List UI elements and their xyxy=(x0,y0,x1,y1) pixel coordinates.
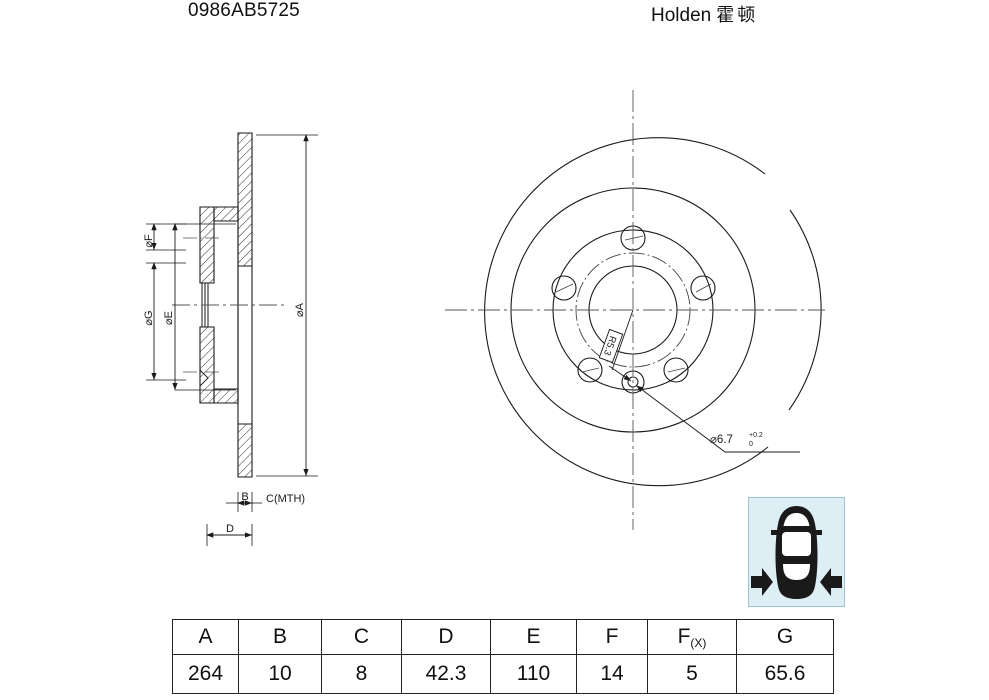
header-cell-b: B xyxy=(238,619,322,655)
car-mirror-right xyxy=(815,530,822,535)
leader-line-hole-diameter xyxy=(636,385,800,453)
header-cell-c: C xyxy=(321,619,402,655)
car-rear-window xyxy=(783,564,810,580)
header-cell-fx-subscript: (X) xyxy=(690,636,707,650)
value-cell-f: 14 xyxy=(576,654,648,694)
value-cell-g: 65.6 xyxy=(736,654,834,694)
dimension-label-dia-a: ⌀A xyxy=(294,302,306,317)
dimension-label-dia-g: ⌀G xyxy=(143,310,155,325)
bolt-hole xyxy=(663,357,689,383)
header-cell-f: F xyxy=(576,619,648,655)
car-top-view-icon xyxy=(751,506,842,599)
bolt-hole-group xyxy=(551,225,716,383)
bolt-hole xyxy=(551,275,577,301)
part-number: 0986AB5725 xyxy=(188,0,300,21)
brand-name-cjk: 霍顿 xyxy=(716,5,759,26)
header-cell-fx: F(X) xyxy=(647,619,737,655)
section-hat-wall-top xyxy=(199,206,215,284)
side-view-dimensions xyxy=(146,134,318,546)
dimension-label-d: D xyxy=(226,523,234,535)
dimension-label-c: C(MTH) xyxy=(266,493,305,505)
table-value-row: 264 10 8 42.3 110 14 5 65.6 xyxy=(172,654,834,694)
value-cell-b: 10 xyxy=(238,654,322,694)
section-hat-wall-bottom xyxy=(199,326,215,404)
brand-name-latin: Holden xyxy=(651,5,712,26)
axle-arrow-right-icon xyxy=(820,568,842,596)
dimension-label-dia-f: ⌀F xyxy=(143,234,155,248)
callout-hole-diameter: ⌀6.7 +0.2 0 xyxy=(710,432,763,448)
value-cell-c: 8 xyxy=(321,654,402,694)
section-friction-band xyxy=(237,265,253,425)
header-cell-g: G xyxy=(736,619,834,655)
value-cell-fx: 5 xyxy=(647,654,737,694)
side-section-view xyxy=(172,132,285,478)
bolt-hole xyxy=(690,275,716,301)
specification-table: A B C D E F F(X) G 264 10 8 42.3 110 14 … xyxy=(172,619,834,694)
axle-arrow-left-icon xyxy=(751,568,773,596)
car-roof xyxy=(782,532,811,556)
section-outer-ring-top xyxy=(237,132,253,267)
front-face-view xyxy=(445,90,825,530)
callout-hole-diameter-value: ⌀6.7 xyxy=(710,434,733,446)
car-mirror-left xyxy=(771,530,778,535)
header-cell-e: E xyxy=(490,619,577,655)
dimension-label-dia-e: ⌀E xyxy=(163,311,175,325)
value-cell-d: 42.3 xyxy=(401,654,491,694)
header-cell-fx-letter: F xyxy=(677,625,691,648)
table-header-row: A B C D E F F(X) G xyxy=(172,619,834,655)
header-cell-a: A xyxy=(172,619,239,655)
vehicle-position-icon xyxy=(748,497,845,607)
dimension-label-b: B xyxy=(241,491,248,503)
car-windshield xyxy=(783,513,810,526)
outer-disc-arc-left xyxy=(484,137,769,487)
header-cell-d: D xyxy=(401,619,491,655)
callout-tolerance-upper: +0.2 xyxy=(749,432,763,439)
section-outer-ring-bottom xyxy=(237,423,253,478)
bolt-hole xyxy=(577,357,603,383)
leader-line-radius xyxy=(611,309,634,371)
value-cell-a: 264 xyxy=(172,654,239,694)
radius-note-box xyxy=(598,328,624,364)
leader-arrow-radius xyxy=(608,365,632,382)
callout-tolerance-lower: 0 xyxy=(749,441,753,448)
value-cell-e: 110 xyxy=(490,654,577,694)
